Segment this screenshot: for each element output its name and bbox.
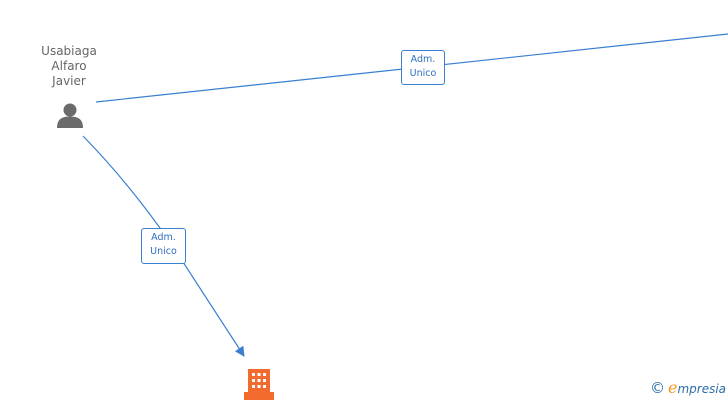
edge-label-line: Adm.	[151, 232, 176, 243]
brand-initial: e	[668, 378, 678, 397]
edge-label-line: Adm.	[410, 54, 436, 65]
person-icon[interactable]	[57, 103, 83, 129]
edge-label-line: Unico	[150, 246, 177, 257]
person-name-label[interactable]: Usabiaga Alfaro Javier	[30, 44, 108, 89]
edge-label-role[interactable]: Adm. Unico	[141, 228, 186, 264]
brand-name: mpresia	[677, 382, 727, 396]
copyright-icon: ©	[650, 379, 665, 397]
person-name-line: Javier	[52, 74, 86, 88]
person-name-line: Alfaro	[51, 59, 87, 73]
edge-label-role[interactable]: Adm. Unico	[401, 50, 445, 85]
empresia-watermark[interactable]: ©empresia	[650, 378, 726, 399]
company-building-icon[interactable]	[244, 369, 274, 400]
edge-label-line: Unico	[409, 68, 437, 79]
person-name-line: Usabiaga	[41, 44, 97, 58]
